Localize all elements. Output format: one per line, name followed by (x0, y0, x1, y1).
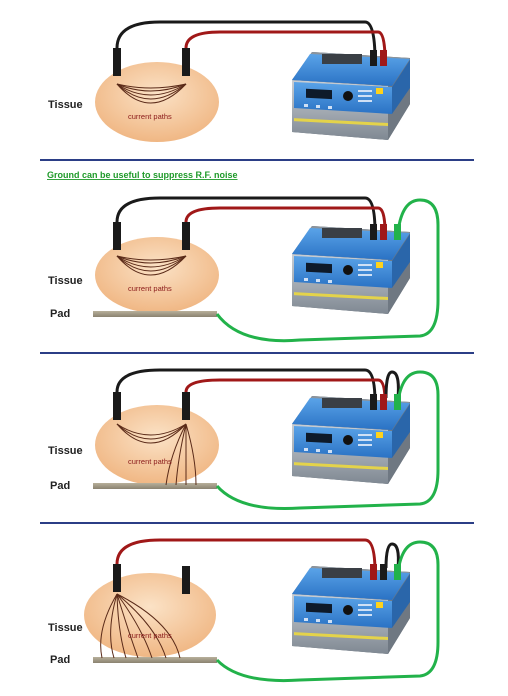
ground-pad (93, 311, 217, 317)
jumper-lead (384, 542, 400, 569)
black-lead (115, 196, 377, 233)
pad-label: Pad (50, 654, 70, 666)
black-plug (380, 564, 387, 580)
ground-note: Ground can be useful to suppress R.F. no… (47, 170, 238, 180)
green-plug (394, 394, 401, 410)
electrode-right (182, 222, 190, 250)
current-paths-label: current paths (128, 284, 172, 293)
red-lead (184, 30, 387, 61)
pad-label: Pad (50, 480, 70, 492)
black-plug (370, 224, 377, 240)
electrode-left (113, 564, 121, 592)
red-plug (380, 224, 387, 240)
red-lead (115, 538, 377, 573)
electrode-right (182, 392, 190, 420)
rf-device (292, 226, 410, 314)
electrode-left (113, 392, 121, 420)
current-paths (116, 255, 187, 276)
electrode-left (113, 222, 121, 250)
current-paths-label: current paths (128, 112, 172, 121)
black-plug (370, 50, 377, 66)
rf-device (292, 396, 410, 484)
tissue-ellipse (95, 237, 219, 313)
current-paths (116, 83, 187, 104)
black-lead (115, 368, 377, 403)
pad-label: Pad (50, 308, 70, 320)
panel-4: Tissue Pad current paths (48, 538, 440, 683)
current-paths (100, 593, 181, 659)
current-paths-label: current paths (128, 631, 172, 640)
jumper-lead (384, 370, 400, 399)
tissue-ellipse (95, 405, 219, 485)
red-plug (370, 564, 377, 580)
ground-pad (93, 483, 217, 489)
ground-lead (215, 198, 440, 343)
current-paths-label: current paths (128, 457, 172, 466)
black-lead (115, 20, 377, 61)
tissue-label: Tissue (48, 445, 83, 457)
ground-lead (215, 370, 440, 510)
green-plug (394, 224, 401, 240)
tissue-label: Tissue (48, 99, 83, 111)
tissue-label: Tissue (48, 622, 83, 634)
panel-2: Tissue Pad current paths (48, 196, 440, 343)
current-paths (116, 423, 197, 486)
ground-lead (215, 540, 440, 683)
ground-pad (93, 657, 217, 663)
rf-device (292, 566, 410, 654)
green-plug (394, 564, 401, 580)
red-plug (380, 394, 387, 410)
electrode-left (113, 48, 121, 76)
red-lead (184, 206, 387, 233)
red-plug (380, 50, 387, 66)
tissue-label: Tissue (48, 275, 83, 287)
rf-device (292, 52, 410, 140)
red-lead (184, 378, 387, 403)
black-plug (370, 394, 377, 410)
electrode-right (182, 566, 190, 594)
panel-3: Tissue Pad current paths (48, 368, 440, 510)
panel-1: Tissue current paths (48, 20, 410, 142)
electrode-right (182, 48, 190, 76)
